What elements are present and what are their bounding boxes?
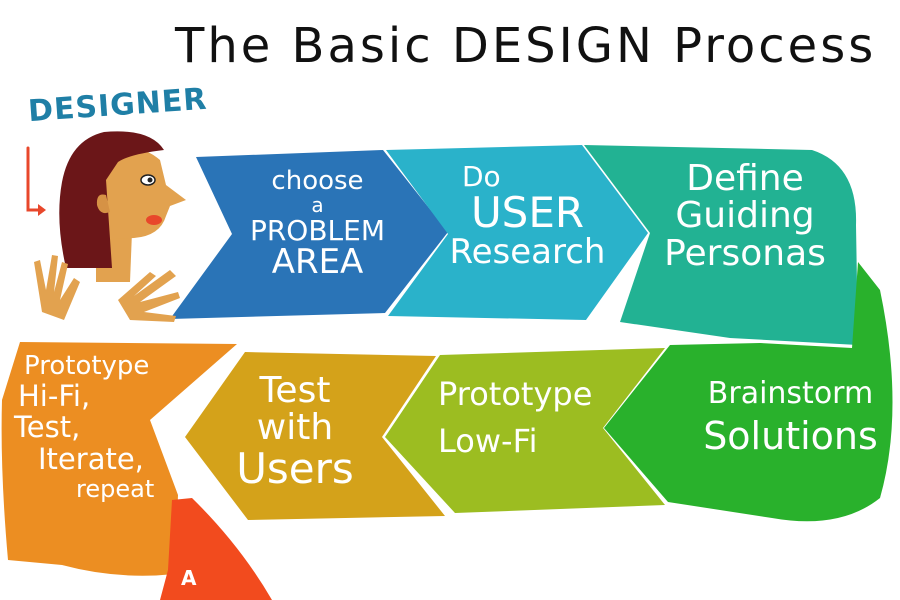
step-shape-do-user-research bbox=[386, 145, 648, 320]
corner-red-shape bbox=[160, 498, 272, 600]
step-label-do-user-research: Do USER Research bbox=[449, 160, 606, 272]
corner-mark: A bbox=[181, 566, 197, 590]
designer-illustration bbox=[26, 131, 186, 322]
step-label-test-with-users: Test with Users bbox=[236, 370, 354, 493]
step-label-brainstorm-solutions: Brainstorm Solutions bbox=[703, 376, 878, 459]
step-label-define-guiding-personas: Define Guiding Personas bbox=[664, 158, 826, 274]
hair-icon bbox=[59, 131, 164, 268]
step-shape-brainstorm-solutions bbox=[604, 262, 893, 522]
page-title: The Basic DESIGN Process bbox=[175, 18, 877, 74]
step-shape-define-guiding-personas bbox=[584, 145, 858, 345]
step-shape-test-with-users bbox=[185, 352, 445, 520]
pointing-arrow-icon bbox=[26, 146, 44, 212]
right-hand-icon bbox=[118, 270, 180, 322]
step-label-prototype-low-fi: Prototype Low-Fi bbox=[438, 375, 593, 461]
step-shape-choose-problem-area bbox=[170, 150, 448, 319]
step-label-choose-problem-area: choose a PROBLEM AREA bbox=[249, 166, 386, 282]
step-label-prototype-hi-fi: Prototype Hi-Fi, Test, Iterate, repeat bbox=[14, 351, 155, 504]
left-hand-icon bbox=[34, 255, 80, 320]
step-shape-prototype-hi-fi bbox=[1, 342, 237, 576]
step-shape-prototype-low-fi bbox=[385, 348, 665, 513]
